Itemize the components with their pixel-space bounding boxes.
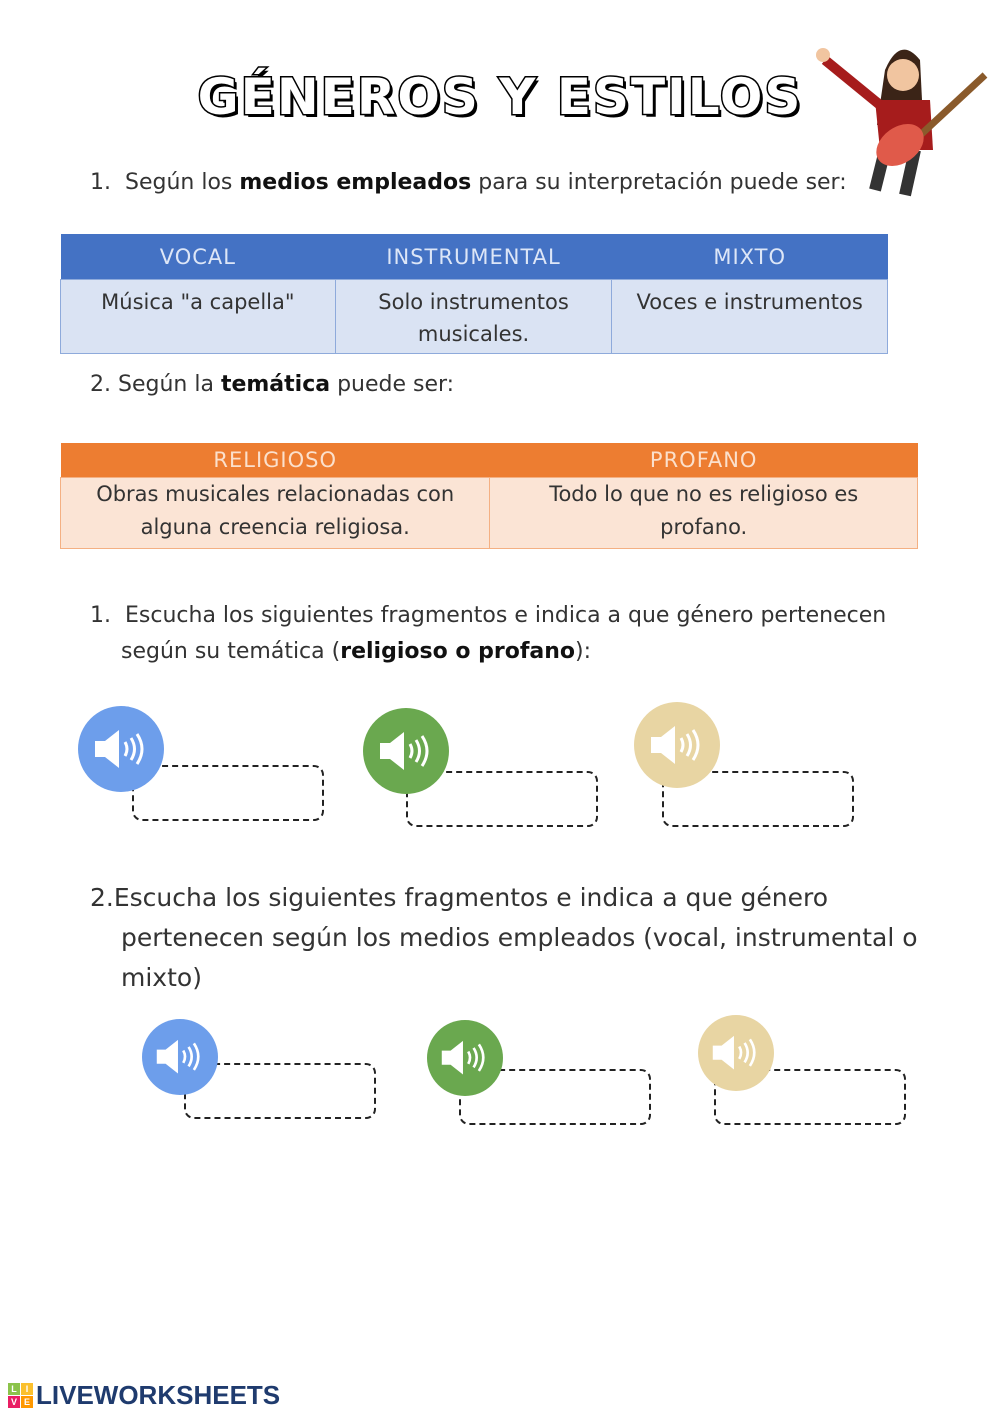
exercise-text: según su temática ( — [121, 639, 341, 664]
liveworksheets-logo: L I V E LIVEWORKSHEETS — [8, 1380, 280, 1411]
logo-badge-letter: L — [8, 1383, 20, 1395]
cell-mixto: Voces e instrumentos — [611, 279, 888, 354]
exercise-2: 2.Escucha los siguientes fragmentos e in… — [90, 878, 918, 998]
question-bold-text: temática — [220, 372, 331, 397]
logo-badge-letter: I — [21, 1383, 33, 1395]
audio-play-button-6[interactable] — [698, 1015, 774, 1091]
question-text: para su interpretación puede ser: — [471, 170, 847, 195]
guitarist-illustration — [816, 48, 988, 197]
answer-field-2[interactable] — [406, 771, 598, 827]
audio-play-button-5[interactable] — [427, 1020, 503, 1096]
exercise-text: Escucha los siguientes fragmentos e indi… — [125, 603, 887, 628]
question-text: Según la — [118, 372, 221, 397]
logo-text: LIVEWORKSHEETS — [36, 1380, 281, 1410]
exercise-text: pertenecen según los medios empleados (v… — [121, 923, 918, 952]
cell-religioso: Obras musicales relacionadas con alguna … — [59, 477, 491, 549]
answer-field-4[interactable] — [184, 1063, 376, 1119]
media-table: VOCAL INSTRUMENTAL MIXTO Música "a capel… — [60, 234, 888, 354]
exercise-number: 2. — [90, 883, 114, 912]
header-religioso: RELIGIOSO — [60, 443, 490, 478]
question-number: 2. — [90, 372, 111, 397]
exercise-1: 1. Escucha los siguientes fragmentos e i… — [90, 598, 886, 670]
theme-table: RELIGIOSO PROFANO Obras musicales relaci… — [59, 443, 918, 549]
exercise-text: ): — [575, 639, 592, 664]
audio-play-button-3[interactable] — [634, 702, 720, 788]
question-2: 2. Según la temática puede ser: — [90, 372, 454, 397]
question-bold-text: medios empleados — [239, 170, 472, 195]
speaker-icon — [95, 730, 144, 768]
speaker-icon — [380, 732, 429, 770]
speaker-icon — [442, 1041, 485, 1075]
question-text: Según los — [125, 170, 240, 195]
question-number: 1. — [90, 170, 111, 195]
logo-badge-letter: V — [8, 1396, 20, 1408]
speaker-icon — [157, 1040, 200, 1074]
header-instrumental: INSTRUMENTAL — [335, 234, 612, 280]
header-mixto: MIXTO — [611, 234, 888, 280]
question-1: 1. Según los medios empleados para su in… — [90, 170, 847, 195]
page-title: GÉNEROS Y ESTILOS — [196, 67, 803, 128]
answer-field-1[interactable] — [132, 765, 324, 821]
cell-vocal: Música "a capella" — [60, 279, 336, 354]
audio-play-button-2[interactable] — [363, 708, 449, 794]
header-profano: PROFANO — [489, 443, 918, 478]
logo-badge-letter: E — [21, 1396, 33, 1408]
speaker-icon — [651, 726, 700, 764]
exercise-text: mixto) — [121, 963, 202, 992]
logo-badge: L I V E — [8, 1383, 33, 1408]
exercise-number: 1. — [90, 603, 111, 628]
exercise-text: Escucha los siguientes fragmentos e indi… — [113, 883, 829, 912]
exercise-bold-text: religioso o profano — [340, 639, 576, 664]
header-vocal: VOCAL — [60, 234, 336, 280]
question-text: puede ser: — [330, 372, 455, 397]
cell-instrumental: Solo instrumentos musicales. — [334, 279, 613, 354]
cell-profano: Todo lo que no es religioso es profano. — [489, 477, 918, 549]
audio-play-button-1[interactable] — [78, 706, 164, 792]
speaker-icon — [713, 1036, 756, 1070]
audio-play-button-4[interactable] — [142, 1019, 218, 1095]
